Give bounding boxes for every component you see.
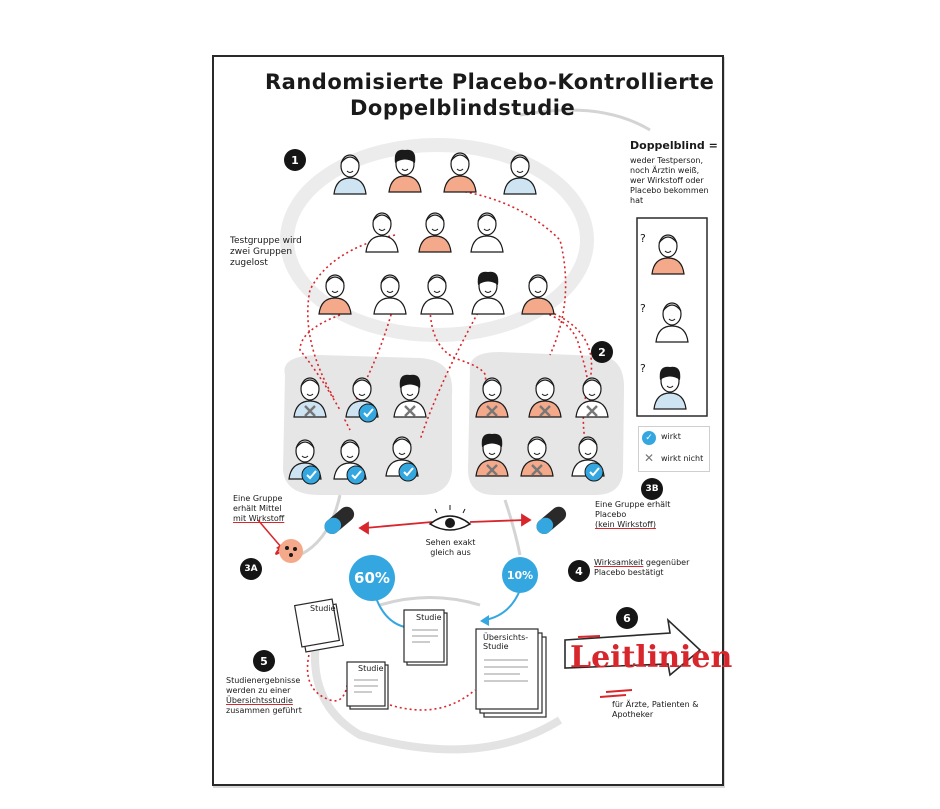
title-arrow (519, 108, 651, 132)
check-icon: ✓ (642, 431, 656, 445)
step-6-badge: 6 (616, 607, 638, 629)
person-icon (475, 433, 509, 477)
person-icon (393, 374, 427, 418)
group-a-underline: mit Wirkstoff (233, 514, 285, 523)
person-icon (571, 436, 605, 482)
cross-icon (531, 464, 543, 476)
step-5-badge: 5 (253, 650, 275, 672)
cross-icon (539, 405, 551, 417)
person-icon (365, 212, 399, 253)
person-icon (653, 366, 687, 410)
step-1-badge: 1 (284, 149, 306, 171)
person-icon (318, 274, 352, 315)
cross-icon (486, 405, 498, 417)
check-icon (398, 462, 418, 482)
person-icon (475, 377, 509, 418)
doppelblind-box (636, 217, 708, 417)
question-mark-2: ? (640, 302, 646, 315)
person-icon (345, 377, 379, 423)
person-icon (521, 274, 555, 315)
pill-a-icon (324, 506, 355, 534)
step-5-pre: Studienergebnisse werden zu einer (226, 676, 301, 695)
doppelblind-heading: Doppelblind = (630, 139, 718, 152)
cross-icon (304, 405, 316, 417)
title-line-2: Doppelblindstudie (350, 96, 576, 120)
person-icon (373, 274, 407, 315)
person-icon (651, 234, 685, 275)
person-icon (288, 439, 322, 485)
guidelines-audience: für Ärzte, Patienten & Apotheker (612, 700, 699, 719)
study-documents (293, 598, 547, 718)
legend-box: ✓ wirkt ✕ wirkt nicht (638, 426, 710, 472)
person-icon (575, 377, 609, 418)
legend-not-works: wirkt nicht (661, 454, 704, 463)
person-icon (293, 377, 327, 418)
person-icon (388, 149, 422, 193)
group-a-label: Eine Gruppe erhält Mittel (233, 494, 283, 513)
step-4-badge: 4 (568, 560, 590, 582)
person-icon (520, 436, 554, 477)
cross-icon (586, 405, 598, 417)
step-2-badge: 2 (591, 341, 613, 363)
study-label-2: Studie (416, 613, 442, 622)
group-b-underline: (kein Wirkstoff) (595, 520, 656, 529)
people-layer (288, 149, 689, 485)
study-label-1: Studie (310, 604, 336, 613)
legend-works: wirkt (661, 432, 681, 441)
person-icon (503, 154, 537, 195)
check-icon (346, 465, 366, 485)
step-5-post: zusammen geführt (226, 706, 302, 715)
person-icon (418, 212, 452, 253)
person-icon (385, 436, 419, 482)
percent-a-bubble: 60% (349, 555, 395, 601)
title-line-1: Randomisierte Placebo-Kontrollierte (265, 70, 715, 94)
check-icon (358, 403, 378, 423)
cross-icon: ✕ (644, 451, 655, 465)
step-3b-badge: 3B (641, 478, 663, 500)
step-4-text: Wirksamkeit gegenüber Placebo bestätigt (594, 558, 704, 578)
cross-icon (404, 405, 416, 417)
guidelines-title: Leitlinien (570, 640, 733, 675)
person-icon (420, 274, 454, 315)
step-4-label: gegenüber Placebo bestätigt (594, 558, 690, 577)
cross-icon (486, 464, 498, 476)
person-icon (333, 154, 367, 195)
check-icon (301, 465, 321, 485)
person-icon (333, 439, 367, 485)
person-icon (655, 302, 689, 343)
overview-study-label: Übersichts-Studie (483, 633, 529, 651)
step-4-underline: Wirksamkeit (594, 558, 644, 567)
check-icon (584, 462, 604, 482)
guideline-arrow (564, 617, 702, 677)
step-5-text: Studienergebnisse werden zu einer Übersi… (226, 676, 312, 716)
group-b-text: Eine Gruppe erhält Placebo (kein Wirksto… (595, 500, 675, 530)
study-label-3: Studie (358, 664, 384, 673)
person-icon (471, 271, 505, 315)
group-a-text: Eine Gruppe erhält Mittel mit Wirkstoff (233, 494, 305, 524)
person-icon (528, 377, 562, 418)
eye-icon (428, 505, 472, 531)
step-5-underline: Übersichtsstudie (226, 696, 293, 705)
step-3a-badge: 3A (240, 558, 262, 580)
testgroup-note: Testgruppe wird zwei Gruppen zugelost (230, 236, 302, 268)
doppelblind-text: weder Testperson, noch Ärztin weiß, wer … (630, 156, 709, 205)
person-icon (470, 212, 504, 253)
group-b-label: Eine Gruppe erhält Placebo (595, 500, 671, 519)
pill-b-icon (536, 506, 567, 534)
active-substance-icon (279, 539, 303, 563)
question-mark-1: ? (640, 232, 646, 245)
percent-b-bubble: 10% (502, 557, 538, 593)
person-icon (443, 152, 477, 193)
population-oval (280, 138, 594, 342)
eye-note: Sehen exakt gleich aus (425, 538, 476, 557)
question-mark-3: ? (640, 362, 646, 375)
